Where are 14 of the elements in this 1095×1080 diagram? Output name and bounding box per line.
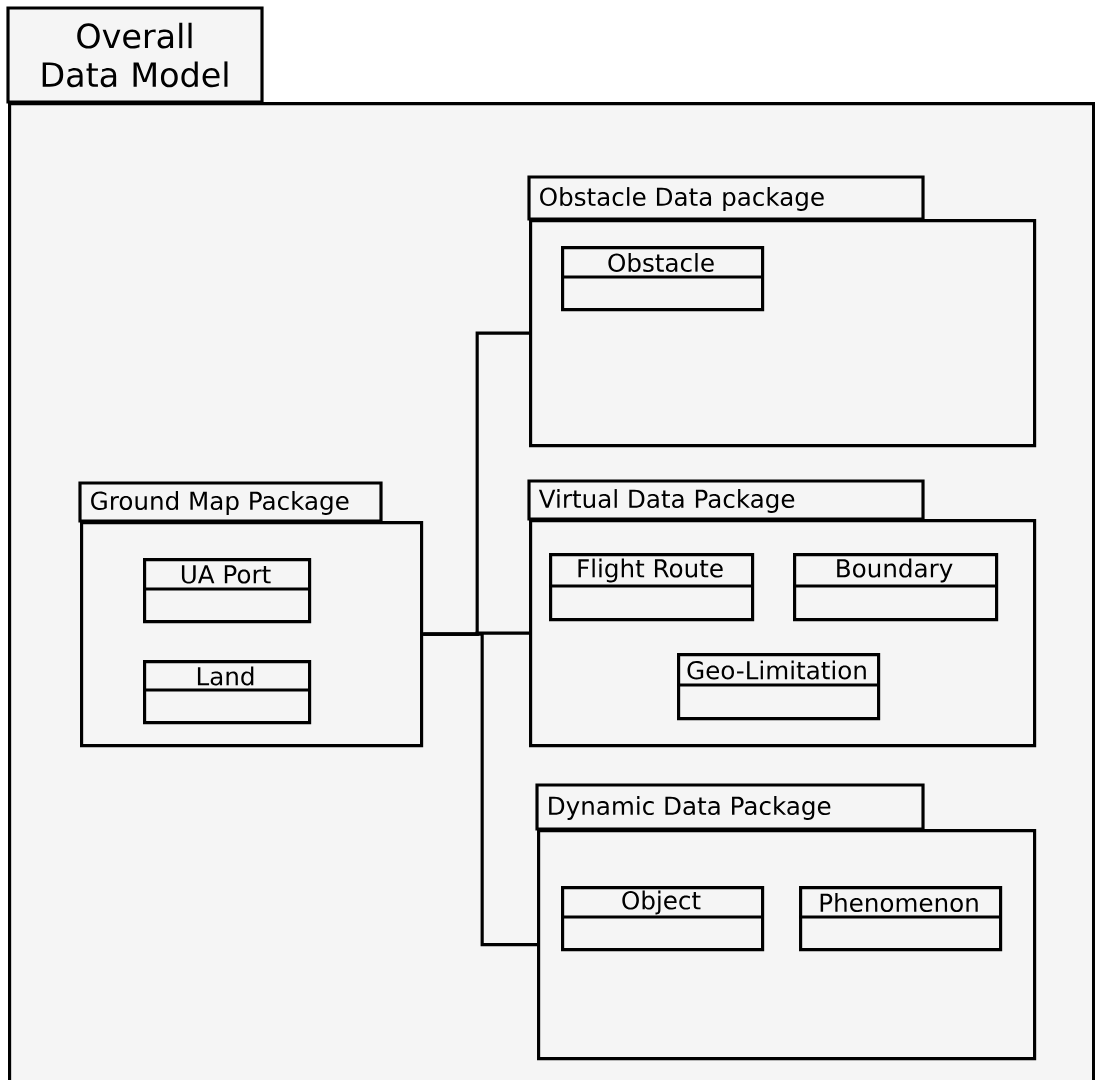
class-box: Phenomenon bbox=[799, 886, 1003, 952]
node-label: Ground Map Package bbox=[91, 491, 349, 515]
class-box: UA Port bbox=[143, 558, 312, 624]
class-box: Land bbox=[143, 660, 312, 725]
node-label: Dynamic Data Package bbox=[549, 796, 831, 820]
connector-line bbox=[423, 632, 537, 947]
node-label: Virtual Data Package bbox=[538, 489, 795, 513]
node-label: Overall Data Model bbox=[42, 22, 228, 88]
node-label: Obstacle Data package bbox=[540, 187, 824, 211]
class-box: Flight Route bbox=[549, 553, 755, 622]
class-box: Object bbox=[561, 886, 765, 952]
class-box: Geo-Limitation bbox=[677, 653, 881, 721]
class-box: Boundary bbox=[793, 553, 999, 622]
class-box: Obstacle bbox=[561, 246, 765, 312]
